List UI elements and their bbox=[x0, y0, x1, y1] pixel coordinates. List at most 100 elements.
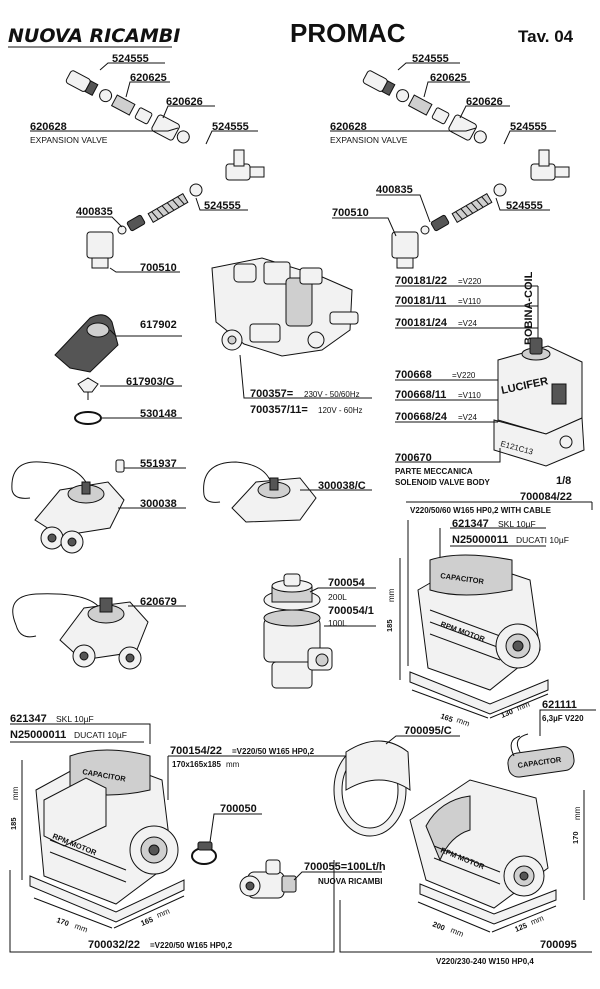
hose-clamp-700050: 700050 bbox=[191, 803, 262, 865]
part-description: SOLENOID VALVE BODY bbox=[395, 478, 490, 487]
part-code: 700670 bbox=[395, 452, 432, 464]
coil-voltage: =V220 bbox=[458, 277, 482, 286]
brand-logo: NUOVA RICAMBI bbox=[8, 25, 180, 47]
pump-motor-700154: 621347 SKL 10µF N25000011 DUCATI 10µF 70… bbox=[9, 713, 346, 953]
dimension-depth: 165 bbox=[139, 915, 154, 928]
coil-code: 700181/22 bbox=[395, 275, 447, 287]
part-code: 620628 bbox=[330, 121, 367, 133]
part-code: 620625 bbox=[130, 72, 167, 84]
part-code: 700095/C bbox=[404, 725, 452, 737]
part-code: 620626 bbox=[166, 96, 203, 108]
coil-voltage: =V110 bbox=[458, 297, 481, 306]
o-ring-part: 530148 bbox=[74, 408, 182, 425]
part-description: SKL 10µF bbox=[56, 714, 94, 724]
part-code: 530148 bbox=[140, 408, 177, 420]
table-number: Tav. 04 bbox=[518, 27, 574, 46]
dimension-unit: mm bbox=[449, 926, 465, 939]
part-code: 400835 bbox=[76, 206, 113, 218]
part-code: 524555 bbox=[212, 121, 249, 133]
part-spec: =V220/50 W165 HP0,2 bbox=[232, 747, 315, 756]
part-code: 620625 bbox=[430, 72, 467, 84]
part-code: 621347 bbox=[452, 518, 489, 530]
part-code: 700055=100Lt/h bbox=[304, 861, 386, 873]
coil-voltage: =V24 bbox=[458, 413, 477, 422]
coil-code: 700668/11 bbox=[395, 389, 446, 401]
part-code: 617902 bbox=[140, 319, 177, 331]
dimension-height: 170 bbox=[571, 831, 580, 844]
part-description: DUCATI 10µF bbox=[74, 730, 127, 740]
dimension-width: 200 bbox=[431, 920, 446, 933]
part-code: 617903/G bbox=[126, 376, 174, 388]
coil-voltage: =V220 bbox=[452, 371, 476, 380]
flowmeter-cover-300038c: 300038/C bbox=[203, 461, 372, 523]
dimension-width: 165 bbox=[439, 711, 454, 724]
part-code: 620628 bbox=[30, 121, 67, 133]
coil-code: 700668 bbox=[395, 369, 432, 381]
coil-vertical-label: BOBINA-COIL bbox=[523, 271, 535, 345]
pump-motor-700095: 700095/C RPM MOTOR CAPACITOR 621111 6,3µ… bbox=[333, 699, 596, 966]
dimension-unit: mm bbox=[455, 715, 471, 728]
part-code: 700154/22 bbox=[170, 745, 222, 757]
coil-code: 700668/24 bbox=[395, 411, 448, 423]
dimension-height: 185 bbox=[9, 817, 18, 830]
dimension-unit: mm bbox=[73, 921, 89, 934]
part-code: 400835 bbox=[376, 184, 413, 196]
pump-motor-700084: 700084/22 V220/50/60 W165 HP0,2 WITH CAB… bbox=[385, 491, 593, 729]
dimension-unit: mm bbox=[573, 806, 582, 820]
part-code: 300038/C bbox=[318, 480, 366, 492]
coil-voltage: =V110 bbox=[458, 391, 481, 400]
part-code: 621111 bbox=[542, 699, 577, 711]
part-brand: NUOVA RICAMBI bbox=[318, 877, 382, 886]
dimension-width: 170 bbox=[55, 915, 70, 928]
part-code: 620679 bbox=[140, 596, 177, 608]
flowmeter-620679: 620679 bbox=[12, 593, 186, 670]
knob-cap-part: 617902 bbox=[54, 314, 182, 373]
dimension-unit: mm bbox=[11, 786, 20, 800]
part-code: 524555 bbox=[412, 53, 449, 65]
part-description: PARTE MECCANICA bbox=[395, 467, 473, 476]
part-code: 700095 bbox=[540, 939, 577, 951]
part-code: N25000011 bbox=[10, 729, 66, 741]
part-size-unit: mm bbox=[226, 760, 240, 769]
clip-part: 617903/G bbox=[77, 376, 182, 400]
part-description: SKL 10µF bbox=[498, 519, 536, 529]
coil-code: 700181/11 bbox=[395, 295, 446, 307]
part-code: 524555 bbox=[204, 200, 241, 212]
part-description: DUCATI 10µF bbox=[516, 535, 569, 545]
coil-code: 700181/24 bbox=[395, 317, 448, 329]
part-code: 700054/1 bbox=[328, 605, 374, 617]
part-code: 551937 bbox=[140, 458, 177, 470]
part-spec: 230V - 50/60Hz bbox=[304, 390, 360, 399]
part-spec: V220/230-240 W150 HP0,4 bbox=[436, 957, 534, 966]
part-code: 700084/22 bbox=[520, 491, 572, 503]
dimension-unit: mm bbox=[387, 588, 396, 602]
expansion-valve-right-assembly: 524555 620625 620626 620628 EXPANSION VA… bbox=[330, 53, 570, 269]
part-code: 700050 bbox=[220, 803, 257, 815]
coil-voltage: =V24 bbox=[458, 319, 477, 328]
dimension-depth: 130 bbox=[499, 707, 514, 720]
part-size: 170x165x185 bbox=[172, 760, 221, 769]
part-code: 700032/22 bbox=[88, 939, 140, 951]
part-code: 700357/11= bbox=[250, 404, 308, 416]
part-code: 620626 bbox=[466, 96, 503, 108]
part-spec: 120V - 60Hz bbox=[318, 406, 362, 415]
part-code: 700054 bbox=[328, 577, 366, 589]
part-code: 700510 bbox=[332, 207, 369, 219]
part-description: EXPANSION VALVE bbox=[30, 135, 108, 145]
part-capacity: 200L bbox=[328, 592, 347, 602]
thread-size: 1/8 bbox=[556, 475, 571, 487]
part-code: 700510 bbox=[140, 262, 177, 274]
part-spec: V220/50/60 W165 HP0,2 WITH CABLE bbox=[410, 506, 552, 515]
part-code: 524555 bbox=[112, 53, 149, 65]
flowmeter-300038: 551937 300038 bbox=[11, 458, 186, 554]
water-valve-block: 700357= 230V - 50/60Hz 700357/11= 120V -… bbox=[211, 257, 372, 416]
part-code: N25000011 bbox=[452, 534, 508, 546]
part-spec: =V220/50 W165 HP0,2 bbox=[150, 941, 233, 950]
part-code: 524555 bbox=[510, 121, 547, 133]
dimension-depth: 125 bbox=[513, 921, 528, 934]
page-title: PROMAC bbox=[290, 18, 406, 48]
part-capacity: 100L bbox=[328, 618, 347, 628]
part-description: EXPANSION VALVE bbox=[330, 135, 408, 145]
